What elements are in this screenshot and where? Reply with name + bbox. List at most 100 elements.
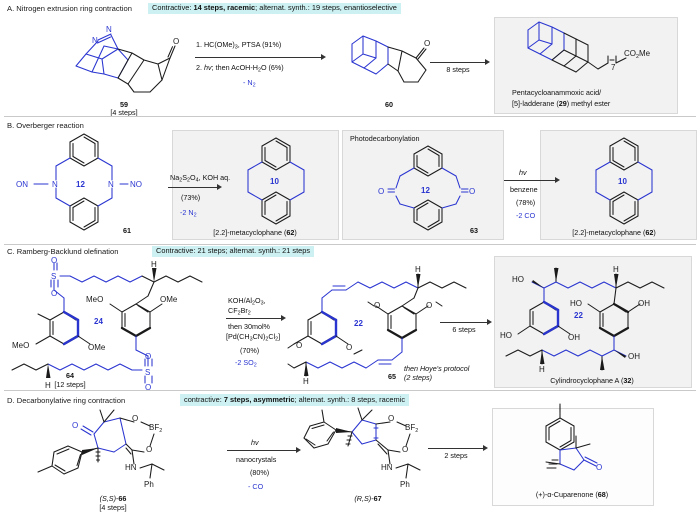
panel-b-arrow-2 xyxy=(504,180,556,181)
panel-d-title: D. Decarbonylative ring contraction xyxy=(7,396,126,405)
panel-c-hoye-line1: then Hoye's protocol xyxy=(404,364,470,373)
structure-61: N N ON NO 12 xyxy=(16,133,142,231)
panel-d-arrow-2-label: 2 steps xyxy=(444,451,468,460)
structure-64-steps: [12 steps] xyxy=(54,380,86,389)
atom-o-lower-bot: O xyxy=(145,383,151,392)
structure-68-name: (+)-α-Cuparenone (68) xyxy=(535,490,609,499)
panel-a-arrow-1-head xyxy=(321,54,326,60)
panel-c-yield: (70%) xyxy=(240,346,260,355)
label-h-bottom-left: H xyxy=(539,365,545,374)
panel-c: C. Ramberg-Backlund olefination Contract… xyxy=(0,244,700,392)
ring-size-10: 10 xyxy=(270,177,279,186)
label-ome-right2-65: O xyxy=(426,301,432,310)
panel-b-reagent1: Na2S2O4, KOH aq. xyxy=(170,173,231,184)
panel-b-title: B. Overberger reaction xyxy=(7,121,84,130)
panel-a-reagent-line2: 2. hv; then AcOH-H2O (6%) xyxy=(196,63,284,74)
label-ome-right: OMe xyxy=(160,295,178,304)
panel-a-reagent-line1: 1. HC(OMe)3, PTSA (91%) xyxy=(196,40,282,51)
ring-size-12-63: 12 xyxy=(421,186,430,195)
panel-d-reagent-hv: hv xyxy=(251,438,259,447)
panel-b-arrow-2-head xyxy=(555,177,560,183)
panel-c-arrow-2 xyxy=(440,322,488,323)
atom-n-right: N xyxy=(108,180,114,189)
panel-b-loss1: -2 N2 xyxy=(180,208,197,219)
label-no-right: NO xyxy=(130,180,142,189)
structure-65-number: 65 xyxy=(388,372,396,381)
atom-n-left: N xyxy=(52,180,58,189)
panel-c-hoye-line2: (2 steps) xyxy=(404,373,432,382)
panel-d-reagent-nanocrystals: nanocrystals xyxy=(236,455,277,464)
panel-b-yield2: (78%) xyxy=(516,198,536,207)
panel-a-divider xyxy=(4,116,696,117)
badge-c-text: Contractive: 21 steps; alternat. synth.:… xyxy=(156,246,311,255)
panel-d-arrow-1-head xyxy=(296,447,301,453)
ring-size-22-65: 22 xyxy=(354,319,363,328)
label-ph-67: Ph xyxy=(400,480,410,489)
structure-66: O O BF2 O HN Ph xyxy=(37,409,165,489)
panel-b-reagent2-hv: hv xyxy=(519,168,527,177)
panel-b-product1-box xyxy=(172,130,339,240)
panel-d-loss: - CO xyxy=(248,482,264,491)
structure-ladderane-29: CO2Me 7 xyxy=(527,21,651,73)
label-ome-left: OMe xyxy=(88,343,106,352)
panel-b-yield1: (73%) xyxy=(181,193,201,202)
atom-o-ketone-60: O xyxy=(424,39,430,48)
atom-o-ketone: O xyxy=(173,37,179,46)
structure-60-number: 60 xyxy=(385,100,393,109)
structure-64: MeO OMe S O O H xyxy=(11,256,203,392)
atom-o-upper-top: O xyxy=(51,256,57,265)
panel-b-arrow-1 xyxy=(168,187,218,188)
atom-s-upper: S xyxy=(51,272,56,281)
atom-o-left-63: O xyxy=(378,187,384,196)
panel-a-title: A. Nitrogen extrusion ring contraction xyxy=(7,4,132,13)
label-ho-right: HO xyxy=(570,299,582,308)
panel-b-int-box xyxy=(342,130,504,240)
label-oh-right: OH xyxy=(638,299,650,308)
label-hn-66: HN xyxy=(125,463,137,472)
panel-b-reagent2-solvent: benzene xyxy=(510,185,538,194)
atom-o-top-67: O xyxy=(388,414,394,423)
structure-66-number: (S,S)-66 xyxy=(99,494,127,503)
panel-d-yield: (80%) xyxy=(250,468,270,477)
panel-d-arrow-1 xyxy=(227,450,297,451)
badge-pre: Contractive: xyxy=(152,3,194,12)
panel-d-badge: contractive: 7 steps, asymmetric; altern… xyxy=(180,394,410,406)
panel-a-arrow-1 xyxy=(195,57,322,58)
ring-size-24: 24 xyxy=(94,317,103,326)
panel-b-loss2: -2 CO xyxy=(516,211,536,220)
panel-a-product-name-line2: [5]-ladderane (29) methyl ester xyxy=(512,99,611,108)
badge-d-bold: 7 steps, asymmetric xyxy=(223,394,295,404)
label-oh-bottom: OH xyxy=(628,352,640,361)
label-bf2-67: BF2 xyxy=(405,423,418,434)
structure-59: N N O xyxy=(75,25,179,93)
atom-o-ketone-68: O xyxy=(596,463,602,472)
chain-repeat-count: 7 xyxy=(611,63,616,72)
ring-size-22-32: 22 xyxy=(574,311,583,320)
label-meo-left: MeO xyxy=(12,341,29,350)
panel-c-arrow-1 xyxy=(226,318,282,319)
structure-63-number: 63 xyxy=(470,226,478,235)
panel-a-product-box xyxy=(494,17,678,114)
panel-d: D. Decarbonylative ring contraction cont… xyxy=(0,390,700,515)
panel-a-loss-label: - N2 xyxy=(243,78,256,89)
panel-a-arrow-2-head xyxy=(485,59,490,65)
panel-c-badge: Contractive: 21 steps; alternat. synth.:… xyxy=(152,245,315,258)
panel-b-divider xyxy=(4,244,696,245)
structure-68-cuparenone: O xyxy=(545,403,602,472)
panel-a-arrow-2 xyxy=(430,62,486,63)
panel-d-arrow-2-head xyxy=(483,445,488,451)
label-ome-left2-65: O xyxy=(346,343,352,352)
label-on-left: ON xyxy=(16,180,28,189)
panel-c-title: C. Ramberg-Backlund olefination xyxy=(7,247,119,256)
label-ome-right-65: O xyxy=(374,301,380,310)
structure-65: O O H O O xyxy=(287,265,467,386)
atom-o-bottom-67: O xyxy=(402,445,408,454)
structure-62-name: [2.2]-metacyclophane (62) xyxy=(213,228,297,237)
structure-64-number: 64 xyxy=(66,371,74,380)
panel-c-arrow-2-label: 6 steps xyxy=(452,325,476,334)
label-ho-top: HO xyxy=(512,275,524,284)
label-oh-left: OH xyxy=(568,333,580,342)
panel-b-product2-box xyxy=(540,130,697,240)
atom-n-top: N xyxy=(106,25,112,34)
panel-b: B. Overberger reaction xyxy=(0,118,700,246)
